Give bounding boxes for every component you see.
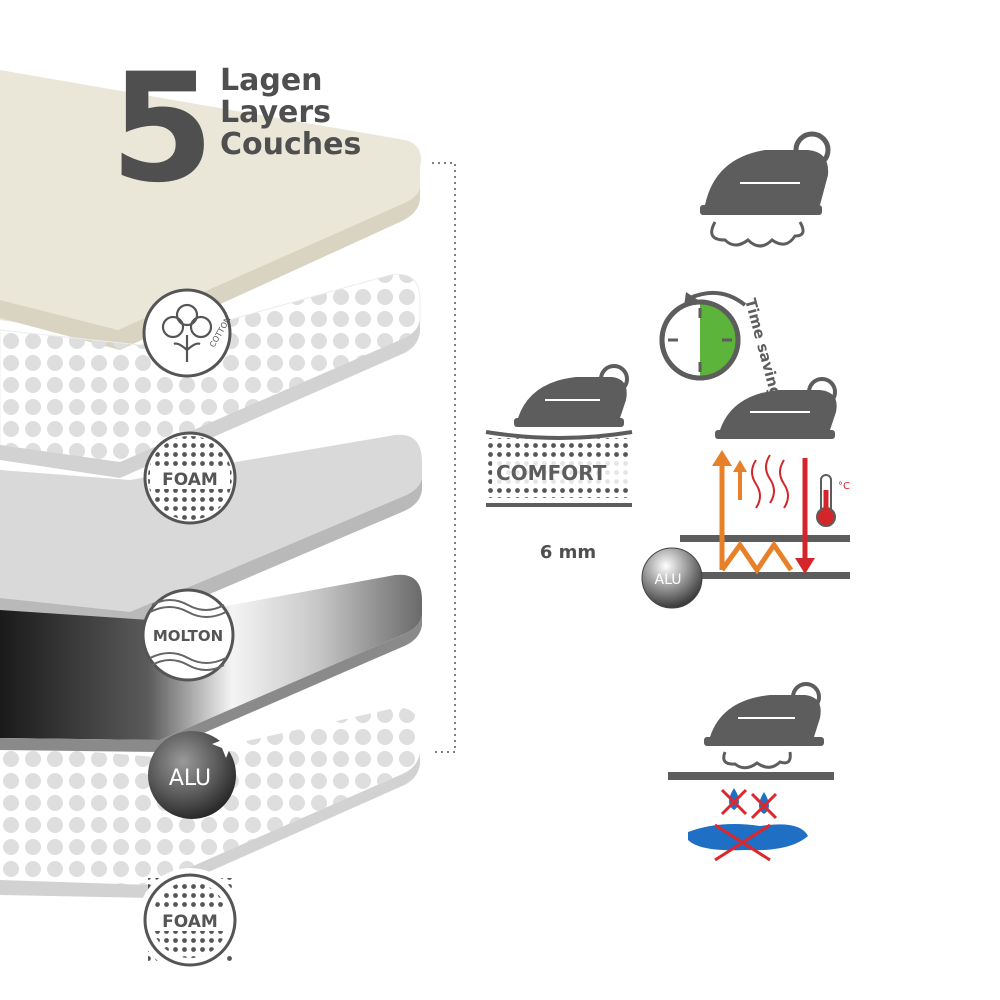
foam-top-label: FOAM (162, 470, 218, 490)
molton-label: MOLTON (153, 627, 223, 645)
layer-bracket (432, 162, 456, 753)
comfort-label: COMFORT (496, 461, 607, 485)
heat-reflection-icon: °C ALU (641, 377, 850, 609)
heat-alu-label: ALU (655, 572, 682, 588)
weave-pattern-icon (149, 599, 227, 671)
layer-cotton (0, 70, 421, 350)
time-saving-icon: Time saving (659, 290, 785, 399)
header-line-fr: Couches (220, 127, 361, 162)
time-saving-label: Time saving (741, 296, 785, 399)
foam-bottom-label: FOAM (162, 912, 218, 932)
comfort-icon: COMFORT (485, 364, 633, 507)
alu-label: ALU (169, 766, 211, 791)
molton-badge: MOLTON (141, 588, 235, 682)
alu-badge: ALU (148, 730, 240, 819)
thermometer-icon (816, 474, 836, 527)
steam-iron-icon (700, 131, 831, 248)
header-line-de: Lagen (220, 63, 323, 98)
header-line-en: Layers (220, 95, 331, 130)
moisture-free-icon (668, 682, 834, 862)
temperature-unit: °C (838, 481, 850, 492)
foam-bottom-badge: FOAM (138, 868, 242, 972)
foam-top-badge: FOAM (143, 431, 237, 525)
thickness-label: 6 mm (540, 542, 596, 563)
layer-count: 5 (110, 42, 214, 216)
sparkle-icon (212, 730, 240, 758)
cotton-flower-icon (161, 303, 213, 362)
cotton-badge: COTTON (142, 288, 233, 378)
